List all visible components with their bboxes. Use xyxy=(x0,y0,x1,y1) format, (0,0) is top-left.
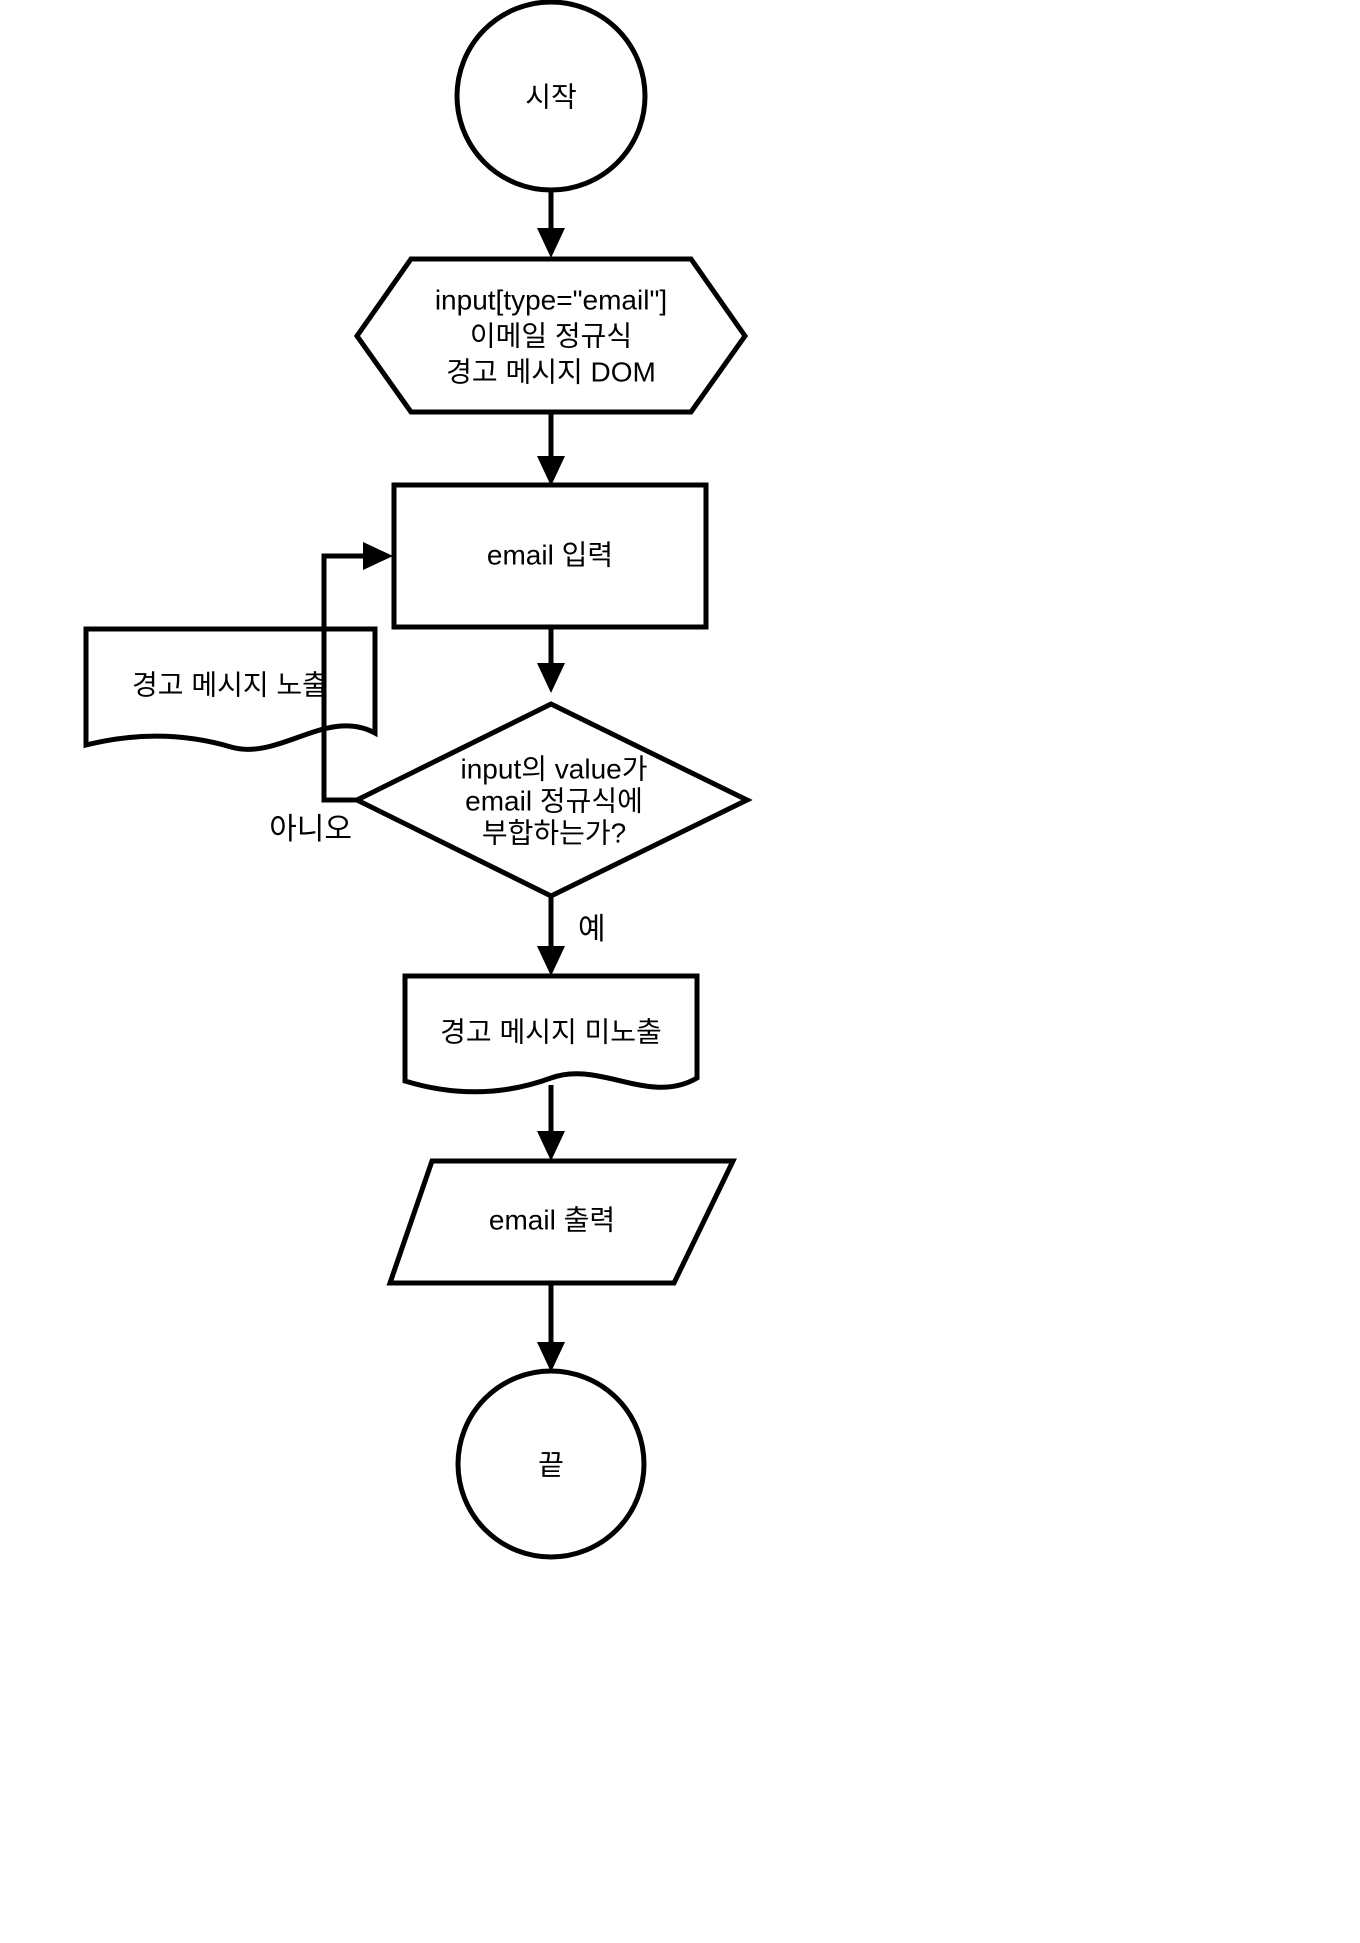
input-process-label: email 입력 xyxy=(487,539,613,570)
node-start[interactable]: 시작 xyxy=(454,0,648,193)
node-preparation[interactable]: input[type="email"] 이메일 정규식 경고 메시지 DOM xyxy=(353,256,749,415)
arrow-head-icon xyxy=(537,1131,565,1161)
connector-start-to-preparation xyxy=(537,190,565,258)
arrow-head-icon xyxy=(537,1342,565,1372)
connector-yes-branch: 예 xyxy=(537,896,606,976)
node-output[interactable]: email 출력 xyxy=(386,1158,737,1286)
connector-preparation-to-input xyxy=(537,412,565,486)
connector-no-branch-loop: 아니오 xyxy=(269,542,393,846)
node-input-process[interactable]: email 입력 xyxy=(391,482,709,630)
arrow-head-icon xyxy=(537,946,565,976)
end-circle-shape xyxy=(455,1368,647,1560)
connector-input-to-decision xyxy=(537,627,565,693)
warning-hidden-label: 경고 메시지 미노출 xyxy=(440,1016,662,1047)
warning-hidden-document-shape xyxy=(402,973,700,1095)
connector-warning-hidden-to-output xyxy=(537,1085,565,1161)
output-parallelogram-shape xyxy=(386,1158,737,1286)
warning-shown-document-shape xyxy=(83,626,378,752)
end-label: 끝 xyxy=(538,1449,564,1480)
arrow-head-icon xyxy=(537,228,565,258)
node-warning-hidden[interactable]: 경고 메시지 미노출 xyxy=(402,973,700,1095)
edge-label-no: 아니오 xyxy=(269,813,352,846)
input-process-rect-shape xyxy=(391,482,709,630)
node-decision[interactable]: input의 value가 email 정규식에 부합하는가? xyxy=(351,701,753,899)
edge-label-yes: 예 xyxy=(578,913,606,946)
start-label: 시작 xyxy=(525,81,577,112)
connector-output-to-end xyxy=(537,1283,565,1372)
preparation-hexagon-shape xyxy=(353,256,749,415)
decision-label-line2: email 정규식에 xyxy=(465,785,643,816)
node-end[interactable]: 끝 xyxy=(455,1368,647,1560)
warning-shown-label: 경고 메시지 노출 xyxy=(132,669,328,700)
arrow-head-icon xyxy=(537,456,565,486)
arrow-head-icon xyxy=(537,663,565,693)
preparation-label-line1: input[type="email"] xyxy=(435,284,667,315)
node-warning-shown[interactable]: 경고 메시지 노출 xyxy=(83,626,378,752)
output-label: email 출력 xyxy=(489,1204,615,1235)
preparation-label-line3: 경고 메시지 DOM xyxy=(446,356,656,387)
preparation-label-line2: 이메일 정규식 xyxy=(470,320,632,351)
decision-label-line1: input의 value가 xyxy=(461,753,648,784)
decision-label-line3: 부합하는가? xyxy=(482,817,626,848)
connector-line xyxy=(321,553,378,803)
arrow-head-icon xyxy=(363,542,393,570)
